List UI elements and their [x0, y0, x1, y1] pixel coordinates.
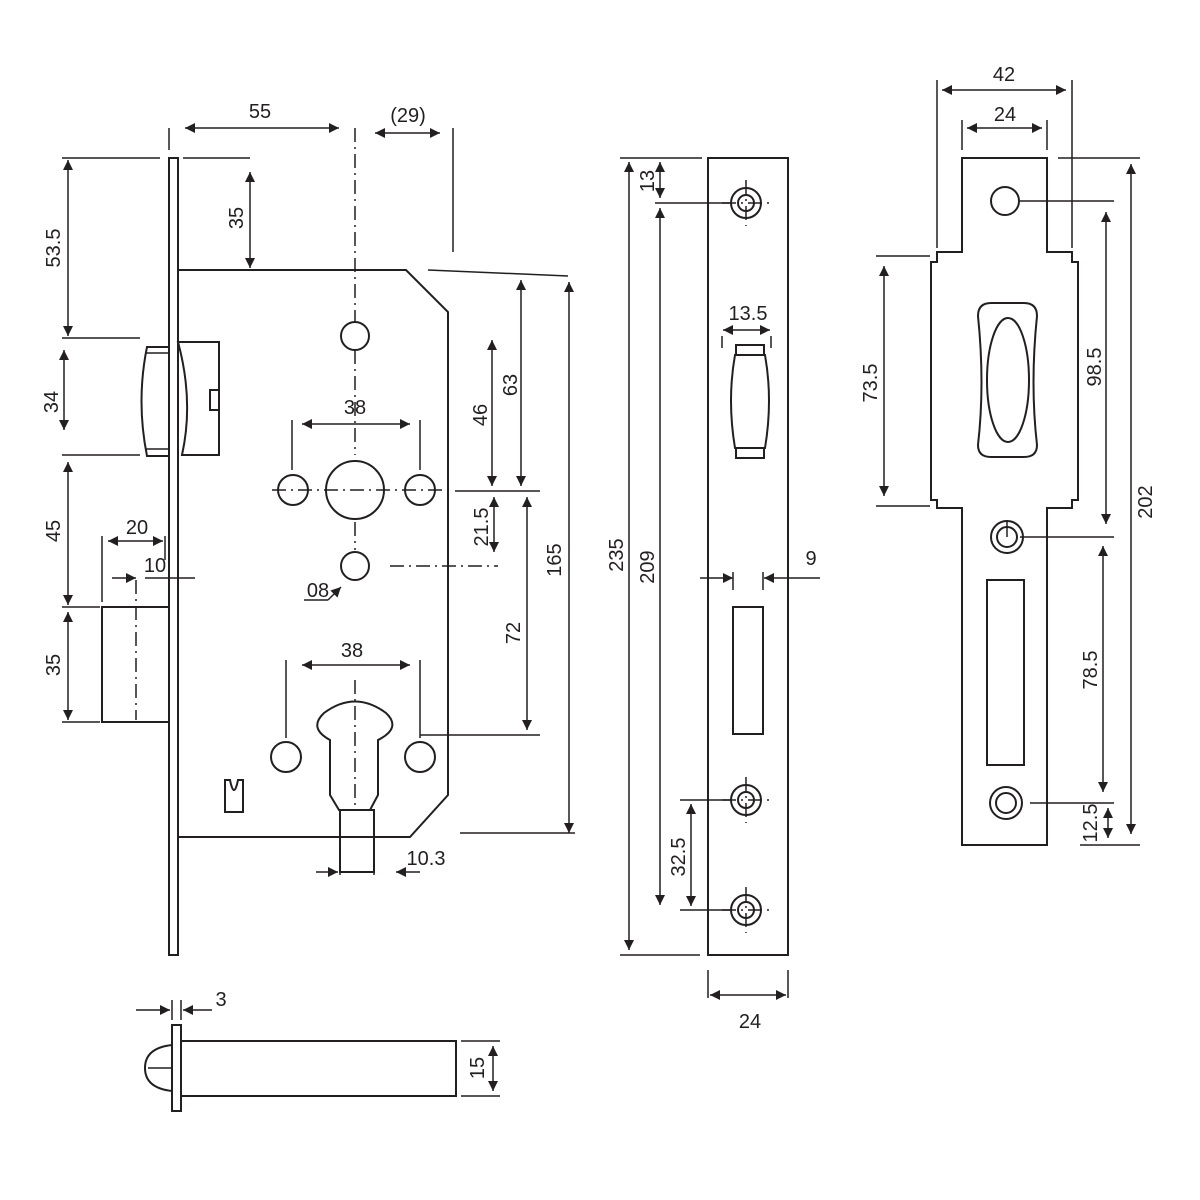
strike-plate-outline [930, 157, 1079, 846]
strike-plate-view [930, 157, 1079, 846]
strike-latch-hole [986, 317, 1030, 443]
dim-34: 34 [41, 391, 63, 413]
dim-72: 72 [503, 622, 525, 644]
spindle-flange [171, 1024, 182, 1112]
lock-front-view [101, 128, 498, 956]
fixing-hole-top [340, 321, 370, 351]
dim-38-cylinder: 38 [341, 640, 363, 662]
spindle-view: 3 15 [136, 989, 500, 1112]
faceplate-dimensions [620, 157, 820, 1000]
strike-hole-top [990, 186, 1020, 216]
dim-45: 45 [43, 520, 65, 542]
dim-73-5: 73.5 [860, 364, 882, 403]
dim-3: 3 [215, 989, 226, 1011]
front-view-dimensions [59, 123, 575, 877]
small-notch [224, 779, 244, 813]
cylinder-screw-left [270, 741, 302, 773]
strike-screw-bottom [989, 786, 1023, 820]
dim-235: 235 [606, 538, 628, 571]
lock-case-outline [178, 269, 449, 838]
forend-plate [168, 157, 179, 956]
dim-35-bolt: 35 [43, 654, 65, 676]
faceplate-outline [707, 157, 789, 956]
dim-10: 10 [144, 555, 166, 577]
dim-209: 209 [637, 550, 659, 583]
dim-46: 46 [470, 404, 492, 426]
dim-53-5: 53.5 [43, 229, 65, 268]
dim-15: 15 [467, 1057, 489, 1079]
dim-20: 20 [126, 517, 148, 539]
dim-35-top: 35 [226, 207, 248, 229]
cam [339, 809, 375, 873]
dim-78-5: 78.5 [1080, 651, 1102, 690]
dim-165: 165 [544, 543, 566, 576]
dim-9: 9 [805, 548, 816, 570]
cylinder-screw-right [404, 741, 436, 773]
faceplate-view [707, 157, 789, 956]
faceplate-bolt-slot [732, 606, 764, 735]
faceplate-latch [730, 354, 770, 449]
dim-98-5: 98.5 [1084, 348, 1106, 387]
latch-tail [176, 341, 220, 456]
dim-29: (29) [390, 105, 426, 127]
dim-13-5: 13.5 [729, 303, 768, 325]
dim-202: 202 [1135, 485, 1157, 518]
dim-12-5: 12.5 [1080, 804, 1102, 843]
cylinder-cutout [316, 700, 394, 811]
dim-55: 55 [249, 101, 271, 123]
dim-10-3: 10.3 [407, 848, 446, 870]
front-view-labels: 55 (29) 53.5 35 34 45 35 20 10 38 38 46 … [41, 101, 566, 870]
dim-42: 42 [993, 64, 1015, 86]
dim-32-5: 32.5 [668, 838, 690, 877]
strike-bolt-slot [986, 579, 1025, 766]
strike-latch-pocket [976, 302, 1039, 458]
spindle-head [143, 1044, 173, 1092]
strike-plate-dimensions [876, 80, 1140, 846]
dim-13: 13 [637, 170, 659, 192]
dim-63: 63 [500, 374, 522, 396]
dim-24-faceplate: 24 [739, 1011, 761, 1033]
fixing-hole-middle [340, 551, 370, 581]
spindle-shaft [180, 1040, 457, 1097]
dim-24-strike: 24 [994, 104, 1016, 126]
dim-21-5: 21.5 [471, 508, 493, 547]
dim-08: 08 [307, 580, 329, 602]
dim-38-spindle: 38 [344, 397, 366, 419]
latch-bolt [140, 346, 170, 457]
faceplate-labels: 13 13.5 209 235 9 32.5 24 [606, 170, 817, 1033]
strike-plate-labels: 42 24 73.5 98.5 78.5 202 12.5 [860, 64, 1157, 842]
